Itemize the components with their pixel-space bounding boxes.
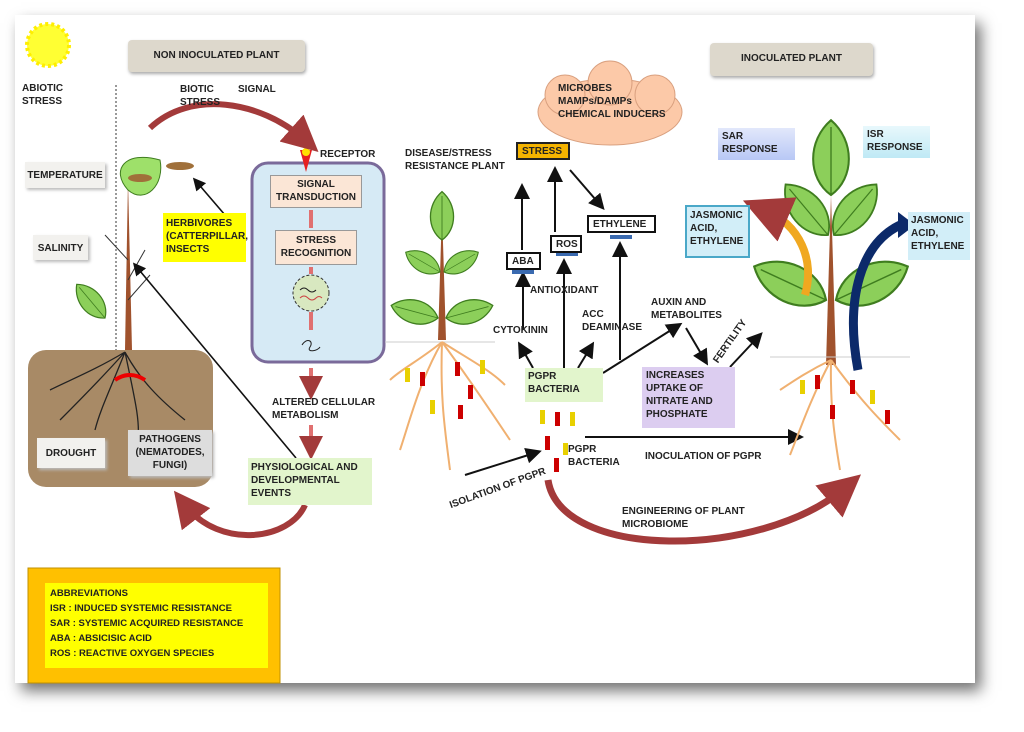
header-non-inoculated: NON INOCULATED PLANT — [128, 40, 305, 72]
drought-box: DROUGHT — [37, 438, 105, 468]
caterpillar-icon — [128, 162, 194, 182]
physiological-box: PHYSIOLOGICAL AND DEVELOPMENTAL EVENTS — [248, 458, 372, 505]
header-inoculated: INOCULATED PLANT — [710, 43, 873, 76]
pgpr-bacteria-label: PGPR BACTERIA — [568, 444, 620, 468]
temperature-box: TEMPERATURE — [25, 162, 105, 188]
feedback-arrow — [173, 490, 308, 539]
cloud-label: MICROBES MAMPs/DAMPs CHEMICAL INDUCERS — [558, 83, 666, 120]
isr-response-box: ISR RESPONSE — [863, 126, 930, 158]
abbreviation-item: ABA : ABSICISIC ACID — [50, 633, 152, 644]
auxin-label: AUXIN AND METABOLITES — [651, 297, 722, 321]
biotic-stress-label: BIOTIC STRESS — [180, 84, 221, 108]
ethylene-box: ETHYLENE — [587, 215, 656, 233]
salinity-box: SALINITY — [33, 235, 88, 260]
engineering-arrow — [544, 474, 862, 545]
abbreviation-item: ISR : INDUCED SYSTEMIC RESISTANCE — [50, 603, 232, 614]
abbreviation-item: SAR : SYSTEMIC ACQUIRED RESISTANCE — [50, 618, 244, 629]
roots-left — [49, 351, 186, 441]
antioxidant-label: ANTIOXIDANT — [530, 285, 599, 296]
abbreviation-item: ROS : REACTIVE OXYGEN SPECIES — [50, 648, 215, 659]
uptake-box: INCREASES UPTAKE OF NITRATE AND PHOSPHAT… — [642, 367, 735, 428]
acc-deaminase-label: ACC DEAMINASE — [582, 309, 643, 333]
stress-box: STRESS — [516, 142, 570, 160]
jasmonic-left-box: JASMONIC ACID, ETHYLENE — [685, 205, 750, 258]
herbivores-box: HERBIVORES (CATTERPILLAR, INSECTS — [163, 213, 248, 262]
inoculation-label: INOCULATION OF PGPR — [645, 451, 762, 462]
pathogens-box: PATHOGENS (NEMATODES, FUNGI) — [128, 430, 212, 476]
pgpr-bacteria-box: PGPR BACTERIA — [525, 368, 603, 402]
jasmonic-right-box: JASMONIC ACID, ETHYLENE — [908, 212, 970, 260]
altered-metabolism-label: ALTERED CELLULAR METABOLISM — [272, 397, 376, 421]
signal-transduction-box: SIGNAL TRANSDUCTION — [270, 175, 362, 208]
stress-recognition-box: STRESS RECOGNITION — [275, 230, 357, 265]
receptor-icon — [300, 150, 312, 172]
sar-response-box: SAR RESPONSE — [718, 128, 795, 160]
abbreviations-title: ABBREVIATIONS — [50, 588, 128, 599]
inoculated-plant — [742, 119, 917, 471]
ros-box: ROS — [550, 235, 582, 253]
cytokinin-label: CYTOKININ — [493, 325, 548, 336]
abiotic-stress-label: ABIOTIC STRESS — [22, 83, 64, 107]
cloud — [537, 60, 683, 146]
aba-box: ABA — [506, 252, 541, 270]
disease-plant-label: DISEASE/STRESS RESISTANCE PLANT — [405, 148, 505, 172]
signal-label: SIGNAL — [238, 84, 276, 95]
bacteria-cluster — [405, 360, 575, 472]
biotic-signal-arrow — [147, 101, 319, 152]
resistant-plant — [385, 190, 511, 471]
receptor-label: RECEPTOR — [320, 149, 376, 160]
engineering-label: ENGINEERING OF PLANT MICROBIOME — [622, 506, 745, 530]
sun-icon — [25, 22, 71, 68]
